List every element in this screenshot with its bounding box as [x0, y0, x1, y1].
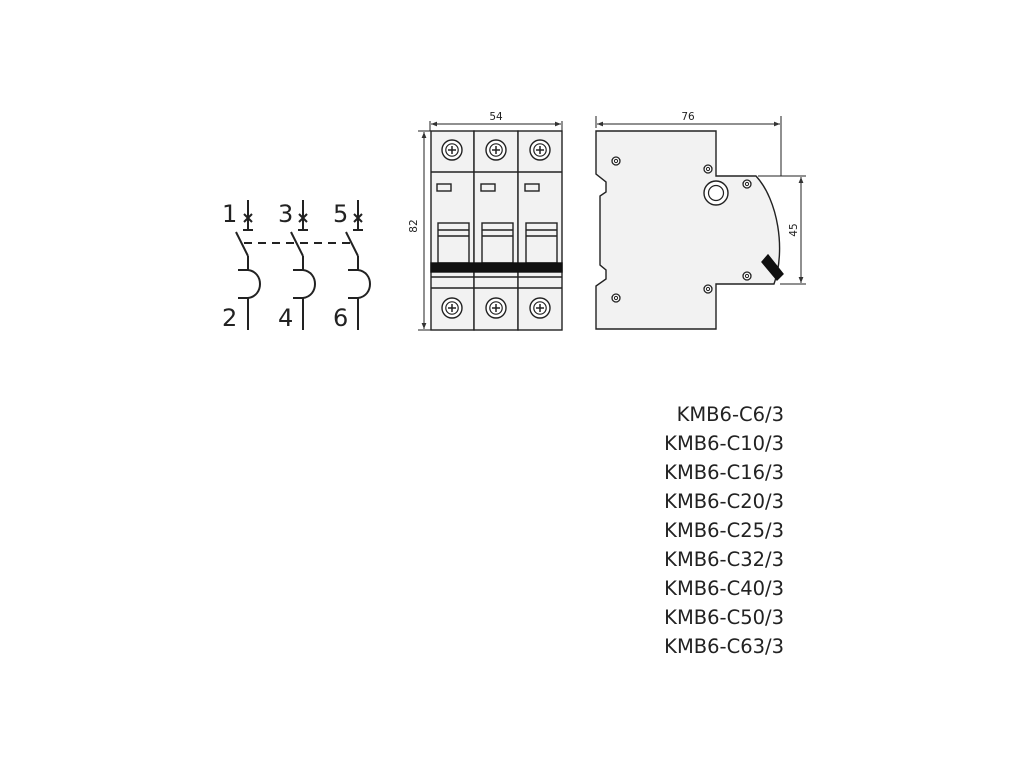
model-item: KMB6-C63/3 [664, 635, 784, 658]
width-dimension-label: 54 [489, 111, 503, 123]
screw-icon [529, 297, 551, 319]
terminal-label-5: 5 [333, 200, 348, 228]
rivet-icon [611, 156, 621, 166]
side-view [595, 116, 806, 330]
model-item: KMB6-C25/3 [664, 519, 784, 542]
module-2 [473, 130, 519, 331]
side-toggle-handle [761, 253, 784, 282]
pole-1 [235, 200, 261, 330]
terminal-label-2: 2 [222, 304, 237, 332]
toggle-bar [430, 262, 563, 273]
side-body-outline [595, 130, 781, 330]
model-item: KMB6-C6/3 [676, 403, 784, 426]
screw-icon [529, 139, 551, 161]
rivet-icon [703, 164, 713, 174]
rivet-icon [742, 271, 752, 281]
side-holes [611, 156, 752, 303]
module-3 [517, 130, 563, 331]
reset-knob-icon [703, 180, 729, 206]
front-view [418, 121, 563, 331]
model-item: KMB6-C16/3 [664, 461, 784, 484]
rivet-icon [611, 293, 621, 303]
screw-icon [441, 297, 463, 319]
terminal-label-1: 1 [222, 200, 237, 228]
rivet-icon [703, 284, 713, 294]
depth-dimension-label: 76 [681, 111, 695, 123]
screw-icon [485, 297, 507, 319]
screw-icon [441, 139, 463, 161]
terminal-label-6: 6 [333, 304, 348, 332]
model-item: KMB6-C50/3 [664, 606, 784, 629]
model-item: KMB6-C10/3 [664, 432, 784, 455]
model-item: KMB6-C20/3 [664, 490, 784, 513]
height-dimension-label: 82 [408, 219, 420, 232]
terminal-label-3: 3 [278, 200, 293, 228]
pole-3 [345, 200, 371, 330]
model-item: KMB6-C32/3 [664, 548, 784, 571]
model-item: KMB6-C40/3 [664, 577, 784, 600]
terminal-label-4: 4 [278, 304, 293, 332]
model-list: KMB6-C6/3 KMB6-C10/3 KMB6-C16/3 KMB6-C20… [600, 400, 784, 661]
circuit-schematic [235, 200, 371, 330]
pole-2 [290, 200, 316, 330]
rivet-icon [742, 179, 752, 189]
front-height-dimension-label: 45 [788, 223, 800, 236]
screw-icon [485, 139, 507, 161]
